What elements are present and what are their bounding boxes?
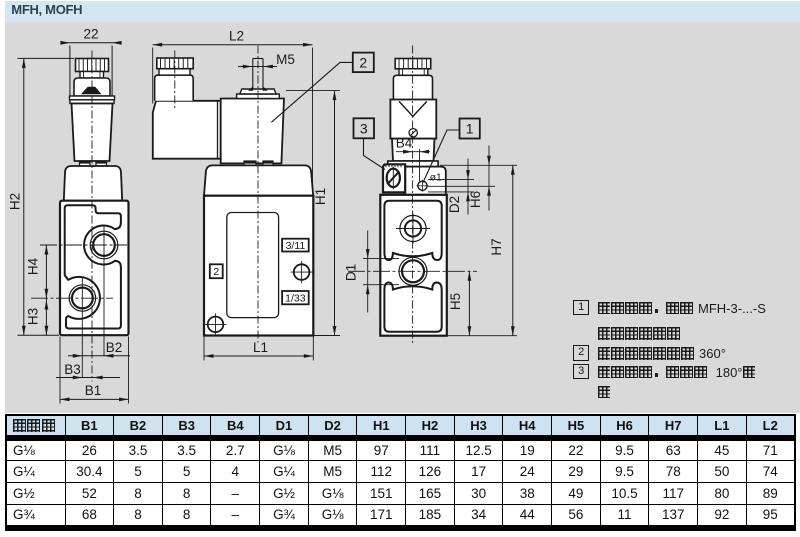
svg-text:L2: L2 (229, 28, 244, 43)
svg-text:B4: B4 (396, 135, 413, 150)
svg-text:H7: H7 (489, 238, 504, 255)
svg-text:ø1: ø1 (430, 171, 442, 183)
svg-text:H6: H6 (468, 190, 483, 207)
svg-text:3: 3 (360, 120, 368, 136)
svg-text:3/11: 3/11 (286, 239, 306, 251)
svg-text:B3: B3 (64, 362, 81, 377)
svg-text:H2: H2 (8, 192, 23, 209)
svg-text:D1: D1 (344, 263, 359, 280)
svg-text:H4: H4 (26, 257, 41, 275)
svg-text:H1: H1 (313, 187, 328, 204)
svg-text:D2: D2 (447, 195, 462, 212)
svg-text:L1: L1 (253, 340, 268, 355)
svg-text:2: 2 (213, 266, 219, 278)
svg-text:1: 1 (466, 120, 474, 136)
svg-text:B1: B1 (85, 383, 102, 398)
svg-text:1/33: 1/33 (285, 292, 306, 304)
svg-text:H3: H3 (26, 307, 41, 324)
svg-text:H5: H5 (448, 292, 463, 309)
svg-text:2: 2 (359, 54, 367, 70)
svg-text:M5: M5 (276, 52, 295, 67)
svg-text:22: 22 (83, 26, 98, 41)
svg-text:B2: B2 (106, 340, 123, 355)
